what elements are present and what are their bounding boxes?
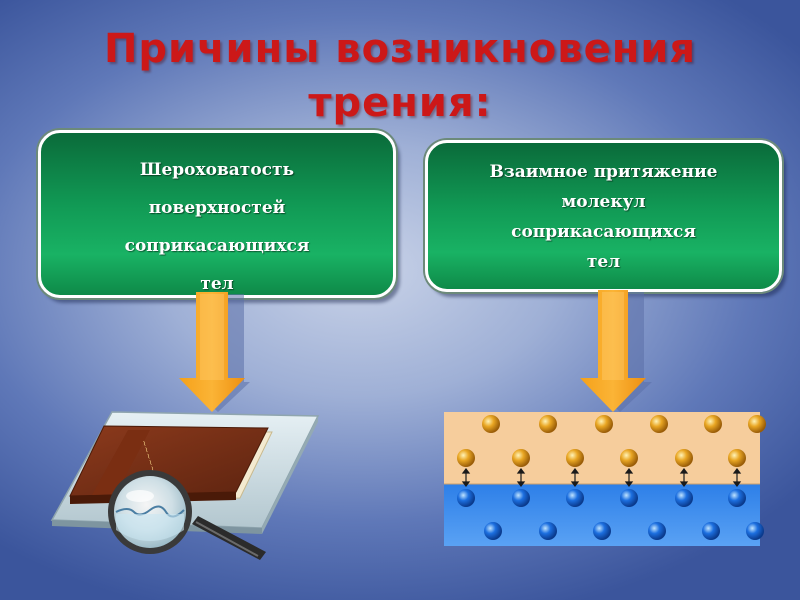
molecule-row-blue-2 bbox=[484, 522, 764, 540]
cause-right-line-1: Взаимное притяжение bbox=[489, 162, 718, 182]
title-line-2: трения: bbox=[308, 80, 492, 126]
right-down-arrow-icon bbox=[580, 290, 652, 412]
cause-left-line-2: поверхностей bbox=[148, 198, 286, 218]
cause-box-attraction: Взаимное притяжение молекул соприкасающи… bbox=[425, 140, 782, 292]
attraction-arrows bbox=[461, 468, 742, 487]
cause-box-roughness: Шероховатость поверхностей соприкасающих… bbox=[38, 130, 396, 298]
left-down-arrow-icon bbox=[179, 292, 250, 412]
title-line-1: Причины возникновения bbox=[103, 26, 697, 72]
molecule-row-top bbox=[482, 415, 766, 433]
cause-right-line-2: молекул bbox=[561, 192, 646, 212]
cause-left-line-3: соприкасающихся bbox=[124, 236, 310, 256]
cause-right-line-3: соприкасающихся bbox=[511, 222, 696, 242]
molecule-row-blue-1 bbox=[457, 489, 746, 507]
cause-right-line-4: тел bbox=[586, 252, 621, 272]
cause-left-line-4: тел bbox=[200, 274, 234, 294]
molecule-layers-icon bbox=[444, 412, 766, 546]
molecule-row-middle bbox=[457, 449, 746, 467]
cause-left-line-1: Шероховатость bbox=[139, 160, 295, 180]
page-title: Причины возникновения трения: bbox=[0, 22, 800, 130]
book-under-magnifier-icon: ~~~~~~~~ bbox=[50, 411, 320, 560]
